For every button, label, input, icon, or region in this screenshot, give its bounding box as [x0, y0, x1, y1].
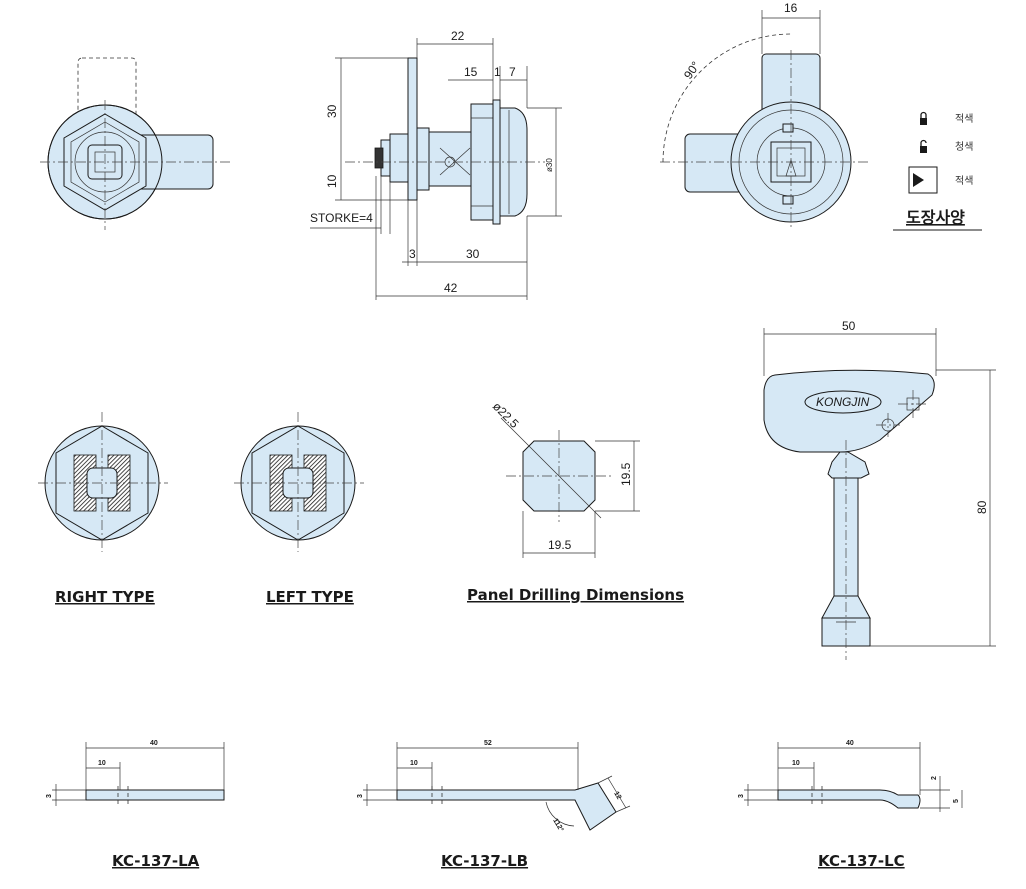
key-brand-logo: KONGJIN	[816, 395, 870, 409]
cam-la-len: 40	[150, 740, 158, 747]
right-type-caption: RIGHT TYPE	[55, 588, 155, 606]
dim-42: 42	[444, 281, 458, 295]
dim-22: 22	[451, 29, 465, 43]
cam-lb-view: 52 10 3 112° 12 KC-137-LB	[357, 740, 631, 870]
cam-la-thick: 3	[46, 794, 53, 798]
left-type-view: LEFT TYPE	[234, 412, 364, 606]
cam-lb-tip: 12	[612, 791, 622, 801]
rear-view: 16 90°	[660, 1, 870, 230]
cam-la-view: 40 10 3 KC-137-LA	[46, 740, 225, 870]
dim-1: 1	[494, 65, 501, 79]
key-view: KONGJIN 50 80	[763, 319, 996, 660]
paint-blue: 청색	[955, 141, 973, 153]
dim-width-19-5: 19.5	[548, 538, 572, 552]
cam-lc-len: 40	[846, 740, 854, 747]
cam-lc-view: 40 10 3 2 5 KC-137-LC	[738, 740, 963, 870]
dim-phi22-5: ø22.5	[490, 399, 522, 431]
side-view: 22 15 1 7 30 10 ø30 STORKE=4 3 30 42	[310, 29, 562, 300]
panel-drilling-caption: Panel Drilling Dimensions	[467, 586, 684, 604]
cam-lc-caption: KC-137-LC	[818, 852, 905, 870]
cam-lb-angle: 112°	[551, 817, 565, 833]
dim-10-vertical: 10	[325, 174, 339, 188]
key-dim-50: 50	[842, 319, 856, 333]
dim-phi30: ø30	[545, 158, 554, 172]
lock-closed-icon	[920, 111, 927, 125]
cam-lb-caption: KC-137-LB	[441, 852, 528, 870]
cam-lc-d2: 2	[931, 776, 938, 780]
dim-15: 15	[464, 65, 478, 79]
paint-red-2: 적색	[955, 175, 973, 187]
cam-lb-thick: 3	[357, 794, 364, 798]
dim-3: 3	[409, 247, 416, 261]
front-view	[40, 57, 230, 230]
panel-drilling-view: ø22.5 19.5 19.5 Panel Drilling Dimension…	[467, 399, 684, 604]
cam-lc-off: 10	[792, 760, 800, 767]
cam-lc-thick: 3	[738, 794, 745, 798]
cam-lc-d5: 5	[953, 799, 960, 803]
lock-open-icon	[920, 139, 927, 153]
paint-red-1: 적색	[955, 113, 973, 125]
dim-16: 16	[784, 1, 798, 15]
dim-30-horizontal: 30	[466, 247, 480, 261]
cam-la-off: 10	[98, 760, 106, 767]
dim-height-19-5: 19.5	[619, 462, 633, 486]
paint-spec-title: 도장사양	[906, 208, 965, 227]
angle-90: 90°	[681, 59, 703, 82]
key-dim-80: 80	[975, 500, 989, 514]
right-type-view: RIGHT TYPE	[38, 412, 168, 606]
paint-spec: 적색 청색 적색 도장사양	[893, 111, 982, 231]
dim-7: 7	[509, 65, 516, 79]
left-type-caption: LEFT TYPE	[266, 588, 354, 606]
cam-la-caption: KC-137-LA	[112, 852, 200, 870]
cam-lb-len: 52	[484, 740, 492, 747]
flag-icon	[908, 166, 938, 194]
stroke-label: STORKE=4	[310, 211, 373, 225]
dim-30-vertical: 30	[325, 104, 339, 118]
cam-lb-off: 10	[410, 760, 418, 767]
